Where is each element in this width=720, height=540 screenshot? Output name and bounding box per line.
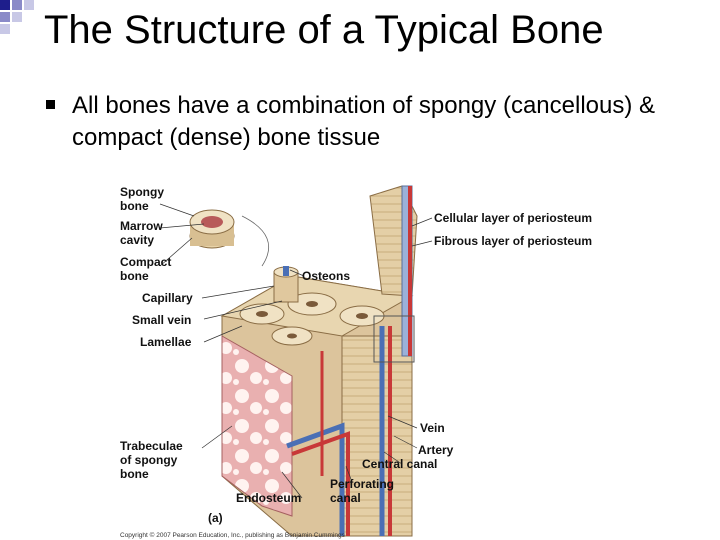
label-perforating-canal-1: Perforating [330,477,394,491]
label-fibrous-layer-periosteum: Fibrous layer of periosteum [434,234,592,248]
leader-lines [159,203,433,499]
label-panel-a: (a) [208,511,223,525]
label-spongy-bone-1: Spongy [120,185,164,199]
label-endosteum: Endosteum [236,491,301,505]
slide-title: The Structure of a Typical Bone [44,8,604,52]
bullet-text: All bones have a combination of spongy (… [72,92,656,151]
label-perforating-canal-2: canal [330,491,361,505]
label-cellular-layer-periosteum: Cellular layer of periosteum [434,211,592,225]
label-central-canal: Central canal [362,457,437,471]
label-trabeculae-2: of spongy [120,453,178,467]
label-compact-bone-2: bone [120,269,149,283]
label-compact-bone-1: Compact [120,255,171,269]
spongy-bone-region [221,335,293,517]
label-lamellae: Lamellae [140,335,192,349]
label-trabeculae-1: Trabeculae [120,439,183,453]
bone-cross-section-inset [189,209,270,267]
periosteum-strip [369,185,418,363]
figure-copyright: Copyright © 2007 Pearson Education, Inc.… [120,531,346,539]
blood-vessels [286,326,392,536]
bone-structure-figure: Spongy bone Marrow cavity Compact bone C… [120,185,592,539]
bullet-marker [46,100,55,109]
label-small-vein: Small vein [132,313,191,327]
label-artery: Artery [418,443,454,457]
label-trabeculae-3: bone [120,467,149,481]
label-spongy-bone-2: bone [120,199,149,213]
corner-decoration [0,0,34,34]
label-marrow-cavity-1: Marrow [120,219,163,233]
label-vein: Vein [420,421,445,435]
label-capillary: Capillary [142,291,193,305]
label-osteons: Osteons [302,269,350,283]
label-marrow-cavity-2: cavity [120,233,154,247]
